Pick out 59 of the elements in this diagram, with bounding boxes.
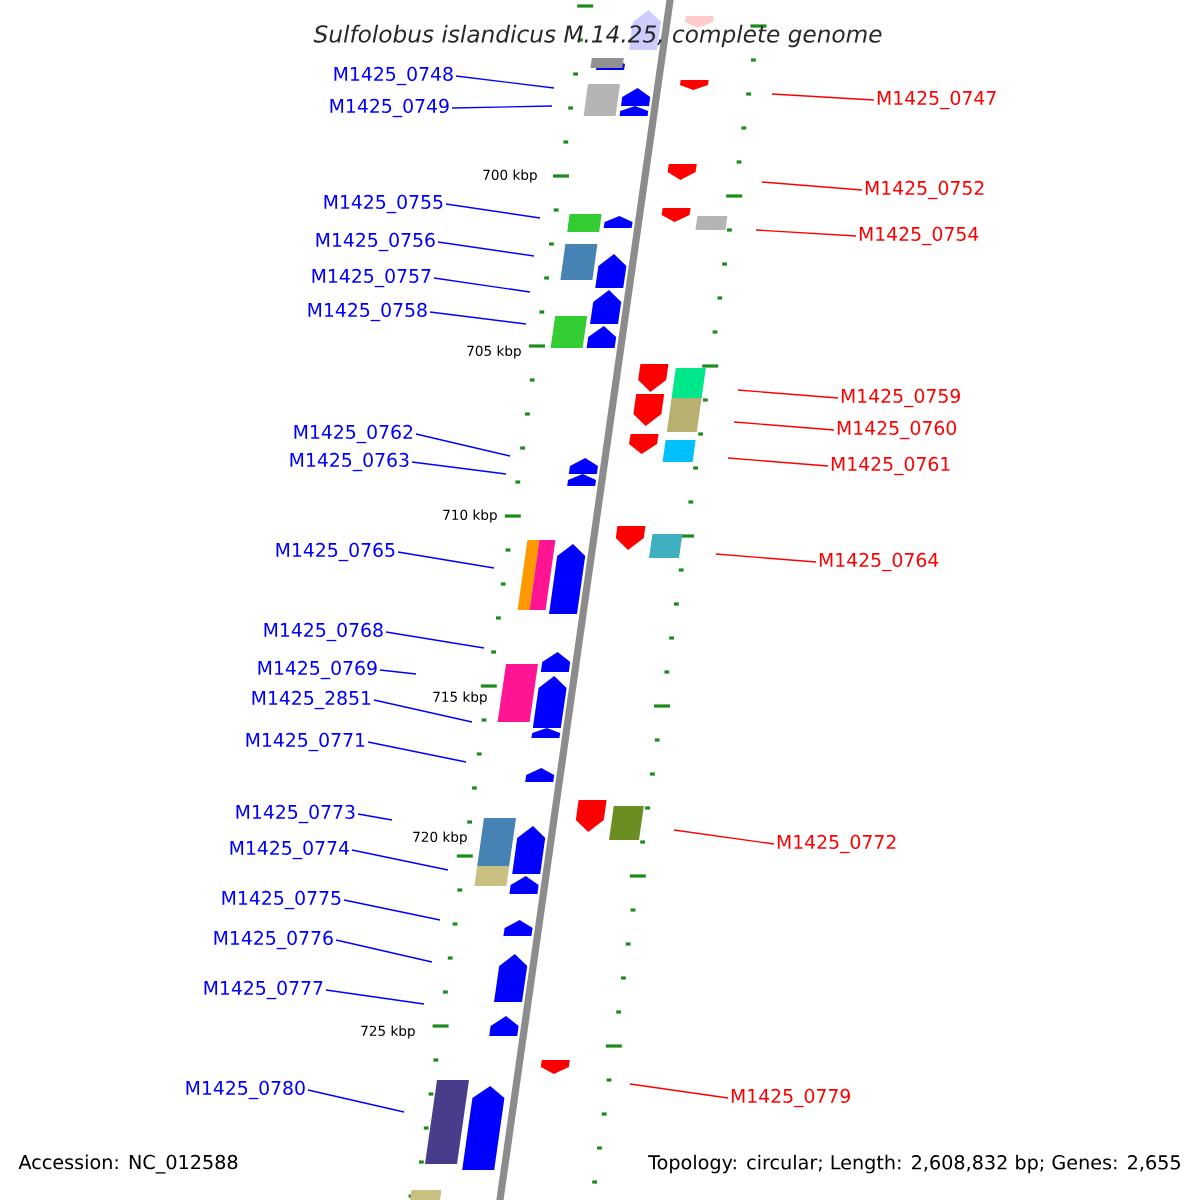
leader-line [325,989,425,1005]
leader-line [629,1083,729,1099]
leader-line [727,457,829,467]
leader-line [343,899,441,921]
gene-label: M1425_0779 [731,1088,850,1108]
leader-line [367,741,467,763]
gene-label: M1425_0771 [246,732,365,752]
gene-label: M1425_0761 [831,456,950,476]
footer-text: Accession: NC_012588 [18,1154,238,1174]
leader-line [737,389,839,399]
leader-line [373,699,473,723]
leader-line [451,105,553,109]
gene-label: M1425_0769 [258,660,377,680]
leader-line [771,93,875,101]
gene-label: M1425_0772 [777,834,896,854]
gene-label: M1425_0759 [841,388,960,408]
leader-line [433,277,531,293]
leader-line [715,553,817,563]
gene-label: M1425_0757 [312,268,431,288]
leader-line [761,181,863,191]
gene-label: M1425_0755 [324,194,443,214]
leader-line [733,421,835,431]
leader-line [335,939,433,963]
gene-label: M1425_0747 [877,90,996,110]
footer-text: Topology: circular; Length: 2,608,832 bp; Genes: 2,655 [648,1154,1180,1174]
leader-line [755,229,857,237]
gene-label: M1425_0756 [316,232,435,252]
gene-label: M1425_0776 [214,930,333,950]
leader-line [351,849,449,871]
leader-line [437,241,535,257]
gene-label: M1425_0775 [222,890,341,910]
leader-line [307,1089,405,1113]
gene-label: M1425_0768 [264,622,383,642]
gene-label: M1425_0774 [230,840,349,860]
gene-label: M1425_0760 [837,420,957,440]
gene-label: M1425_0754 [859,226,979,246]
gene-label: M1425_2851 [252,690,371,710]
leader-line [445,203,541,219]
gene-label: M1425_0765 [276,542,395,562]
leader-line [455,75,555,89]
leader-line [357,813,393,821]
leader-line [397,551,495,569]
gene-label: M1425_0763 [290,452,409,472]
gene-label: M1425_0764 [819,552,939,572]
leader-line [415,433,511,457]
gene-label: M1425_0762 [294,424,413,444]
leader-line [429,311,527,325]
gene-label: M1425_0780 [186,1080,305,1100]
leader-line [379,669,417,675]
gene-label: M1425_0749 [330,98,449,118]
leader-line [411,461,507,475]
gene-label: M1425_0752 [865,180,984,200]
leader-line [385,631,485,649]
gene-label: M1425_0773 [236,804,355,824]
leader-line [673,829,775,845]
gene-label: M1425_0758 [308,302,427,322]
title: Sulfolobus islandicus M.14.25, complete genome [313,24,882,48]
gene-label: M1425_0748 [334,66,453,86]
gene-label: M1425_0777 [204,980,323,1000]
